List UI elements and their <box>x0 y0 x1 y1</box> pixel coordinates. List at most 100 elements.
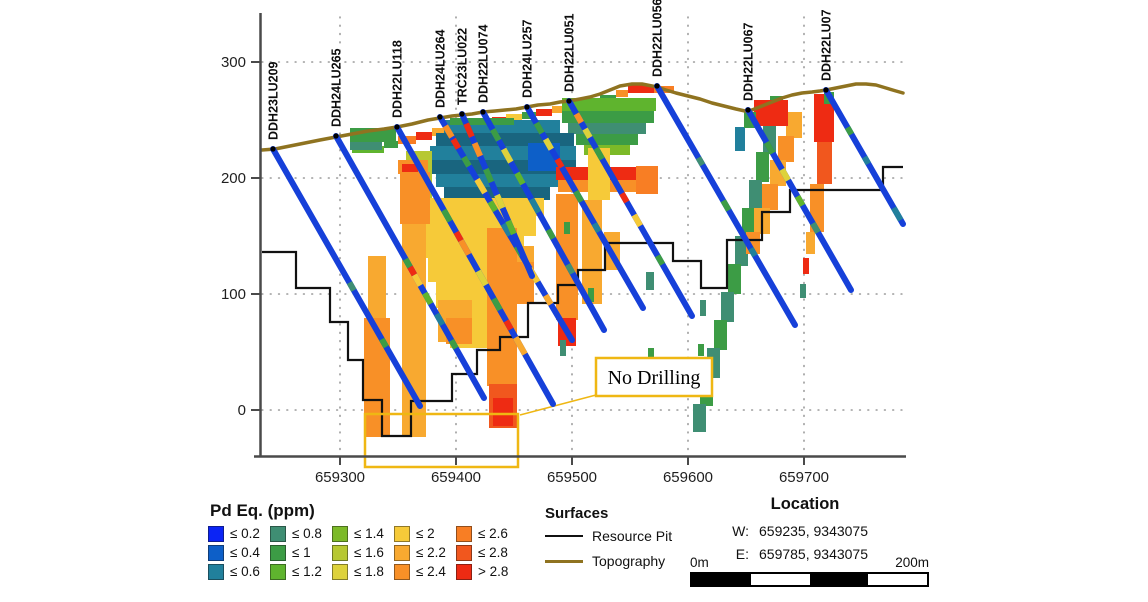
scale-bar-end-label: 200m <box>895 555 929 570</box>
drill-hole-label: DDH22LU067 <box>742 22 756 101</box>
y-axis-tick-label: 300 <box>221 54 246 71</box>
block-cell <box>536 109 552 116</box>
drill-interval <box>573 189 585 203</box>
surfaces-legend-row-resource-pit: Resource Pit <box>545 528 672 544</box>
drill-interval <box>442 124 455 139</box>
block-cell <box>648 348 654 362</box>
pdeq-legend-item: ≤ 1.2 <box>270 562 332 581</box>
block-cell <box>693 404 706 432</box>
block-cell <box>432 128 446 136</box>
drill-collar-dot <box>480 109 486 115</box>
drill-interval <box>474 177 488 195</box>
pdeq-legend: Pd Eq. (ppm) ≤ 0.2≤ 0.4≤ 0.6≤ 0.8≤ 1≤ 1.… <box>208 501 558 581</box>
drill-interval <box>748 247 758 258</box>
scale-bar-labels: 0m 200m <box>690 555 929 570</box>
pdeq-color-swatch <box>208 525 224 542</box>
pdeq-legend-column: ≤ 1.4≤ 1.6≤ 1.8 <box>332 524 394 581</box>
drill-interval <box>720 199 732 212</box>
pdeq-legend-item: ≤ 0.4 <box>208 543 270 562</box>
drill-interval <box>475 269 489 287</box>
block-cell <box>568 123 646 134</box>
resource-pit-line-icon <box>545 535 583 537</box>
block-cell <box>728 264 741 294</box>
drill-interval <box>591 222 602 234</box>
drill-interval <box>779 167 791 182</box>
pdeq-color-swatch <box>456 525 472 542</box>
location-row-west: W: 659235, 9343075 <box>705 523 905 539</box>
block-cell <box>735 127 745 151</box>
block-cell <box>756 152 769 182</box>
pdeq-legend-item: ≤ 2.8 <box>456 543 518 562</box>
pdeq-legend-item: ≤ 1.4 <box>332 524 394 543</box>
block-cell <box>493 398 513 426</box>
drill-interval <box>794 194 806 207</box>
block-cell <box>817 142 832 184</box>
pdeq-color-swatch <box>270 525 286 542</box>
block-cell <box>402 164 418 172</box>
scale-bar-start-label: 0m <box>690 555 709 570</box>
pdeq-color-swatch <box>332 563 348 580</box>
drill-interval <box>654 254 666 266</box>
block-cell <box>742 208 755 238</box>
drill-interval <box>565 263 576 275</box>
pdeq-legend-label: ≤ 2.6 <box>478 526 508 541</box>
x-axis-tick-label: 659600 <box>663 469 713 486</box>
pdeq-color-swatch <box>332 544 348 561</box>
drill-hole-label: DDH23LU209 <box>267 61 281 140</box>
drill-hole-label: DDH22LU074 <box>477 24 491 103</box>
drill-interval <box>891 206 904 222</box>
block-cell <box>786 112 802 138</box>
drill-interval <box>346 281 357 292</box>
drill-interval <box>458 239 472 256</box>
pdeq-legend-label: ≤ 0.4 <box>230 545 260 560</box>
drill-interval <box>461 155 472 168</box>
pdeq-color-swatch <box>270 563 286 580</box>
pdeq-color-swatch <box>208 563 224 580</box>
drill-collar-dot <box>437 114 443 120</box>
pdeq-legend-item: ≤ 2 <box>394 524 456 543</box>
block-cell <box>412 216 536 236</box>
block-cell <box>506 114 522 121</box>
y-axis-tick-label: 100 <box>221 286 246 303</box>
block-cell <box>368 256 386 320</box>
drill-hole-label: DDH22LU07 <box>820 9 834 81</box>
no-drilling-box <box>594 356 714 398</box>
drill-hole-label: DDH24LU264 <box>434 29 448 108</box>
y-axis-tick-label: 0 <box>238 402 246 419</box>
y-axis-tick-label: 200 <box>221 170 246 187</box>
drill-interval <box>844 126 855 136</box>
pdeq-legend-item: ≤ 1 <box>270 543 332 562</box>
drill-interval <box>483 167 495 184</box>
block-cell <box>616 90 628 97</box>
surfaces-legend-title: Surfaces <box>545 505 609 522</box>
drill-trace <box>270 146 423 409</box>
drill-hole-label: TRC23LU022 <box>456 28 470 105</box>
block-cell <box>800 284 806 298</box>
pdeq-legend-column: ≤ 2≤ 2.2≤ 2.4 <box>394 524 456 581</box>
drill-interval <box>545 228 556 240</box>
topography-line <box>260 82 905 152</box>
drill-interval <box>763 140 776 155</box>
block-cell <box>588 288 594 302</box>
drill-interval <box>503 319 514 331</box>
drill-interval <box>453 230 464 243</box>
drill-interval <box>402 257 413 269</box>
drill-interval <box>491 297 503 312</box>
block-cell <box>698 344 704 356</box>
block-cell <box>436 174 564 187</box>
topography-line-icon <box>545 559 583 563</box>
drill-hole-label: DDH22LU118 <box>391 40 405 118</box>
block-cell <box>762 184 778 210</box>
block-cell <box>450 118 514 125</box>
block-cell <box>814 94 834 142</box>
block-cell <box>806 232 815 254</box>
pdeq-legend-column: ≤ 0.2≤ 0.4≤ 0.6 <box>208 524 270 581</box>
drill-interval <box>500 222 513 237</box>
block-cell <box>564 222 570 234</box>
pdeq-legend-column: ≤ 0.8≤ 1≤ 1.2 <box>270 524 332 581</box>
block-cell <box>721 292 734 322</box>
drill-interval <box>512 336 528 356</box>
drill-trace <box>394 124 556 407</box>
